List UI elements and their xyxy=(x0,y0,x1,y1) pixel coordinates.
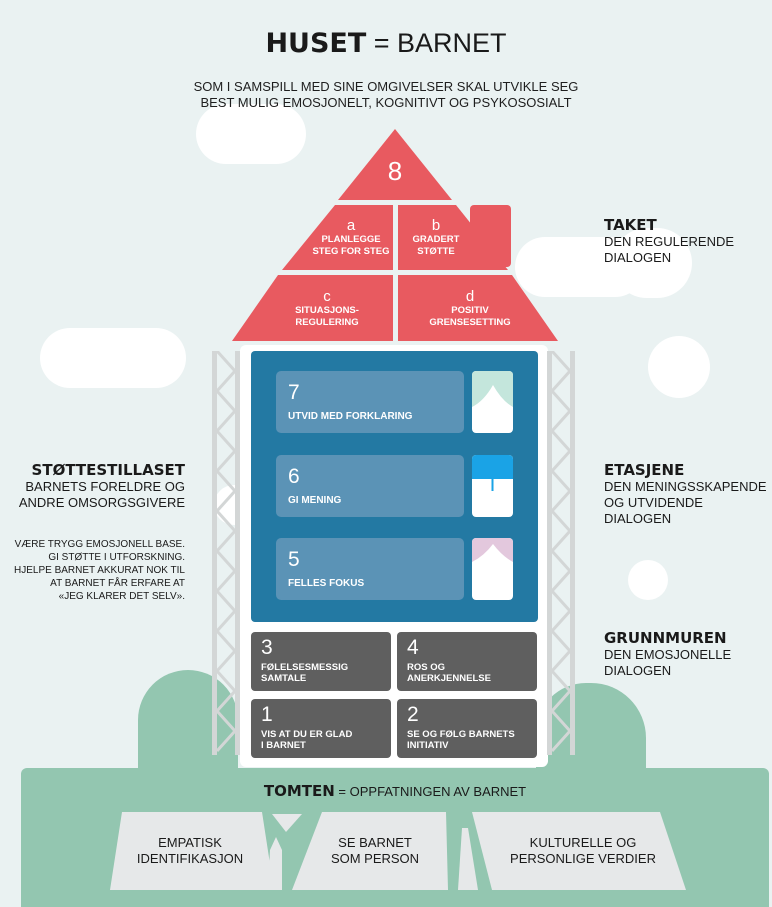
floor-7: 7 UTVID MED FORKLARING xyxy=(276,371,464,433)
stottestillaset-description: VÆRE TRYGG EMOSJONELL BASE. GI STØTTE I … xyxy=(14,539,185,602)
roof xyxy=(232,129,558,341)
tomten-box-kulturelle: KULTURELLE OG PERSONLIGE VERDIER xyxy=(510,835,656,866)
tomten-box-se-barnet: SE BARNET SOM PERSON xyxy=(330,835,420,866)
scaffold-left xyxy=(212,351,240,755)
page-title: HUSET = BARNET xyxy=(265,28,507,59)
roof-section-c: c SITUASJONS- REGULERING xyxy=(295,288,359,328)
floor-6: 6 GI MENING xyxy=(276,455,464,517)
label-grunnmuren: GRUNNMUREN DEN EMOSJONELLE DIALOGEN xyxy=(604,629,732,678)
label-stottestillaset: STØTTESTILLASET BARNETS FORELDRE OG ANDR… xyxy=(18,461,185,510)
roof-top-number: 8 xyxy=(387,156,403,186)
label-taket: TAKET DEN REGULERENDE DIALOGEN xyxy=(604,216,735,265)
cloud xyxy=(628,560,668,600)
window-6 xyxy=(472,455,513,517)
roof-section-b: b GRADERT STØTTE xyxy=(412,217,460,257)
roof-section-a: a PLANLEGGE STEG FOR STEG xyxy=(312,217,390,257)
floor-5: 5 FELLES FOKUS xyxy=(276,538,464,600)
tomten-box-empatisk: EMPATISK IDENTIFIKASJON xyxy=(136,835,244,866)
roof-section-d: d POSITIV GRENSESETTING xyxy=(429,288,511,328)
label-etasjene: ETASJENE DEN MENINGSSKAPENDE OG UTVIDEND… xyxy=(604,461,767,526)
scaffold-right xyxy=(547,351,575,755)
cloud xyxy=(648,336,710,398)
window-7 xyxy=(472,371,513,433)
cloud xyxy=(612,228,692,298)
subtitle: SOM I SAMSPILL MED SINE OMGIVELSER SKAL … xyxy=(193,79,579,110)
cloud xyxy=(196,104,306,164)
hill xyxy=(138,670,238,780)
window-5 xyxy=(472,538,513,600)
cloud xyxy=(40,328,186,388)
hill xyxy=(536,683,646,783)
tomten-title: TOMTEN = OPPFATNINGEN AV BARNET xyxy=(263,782,527,800)
